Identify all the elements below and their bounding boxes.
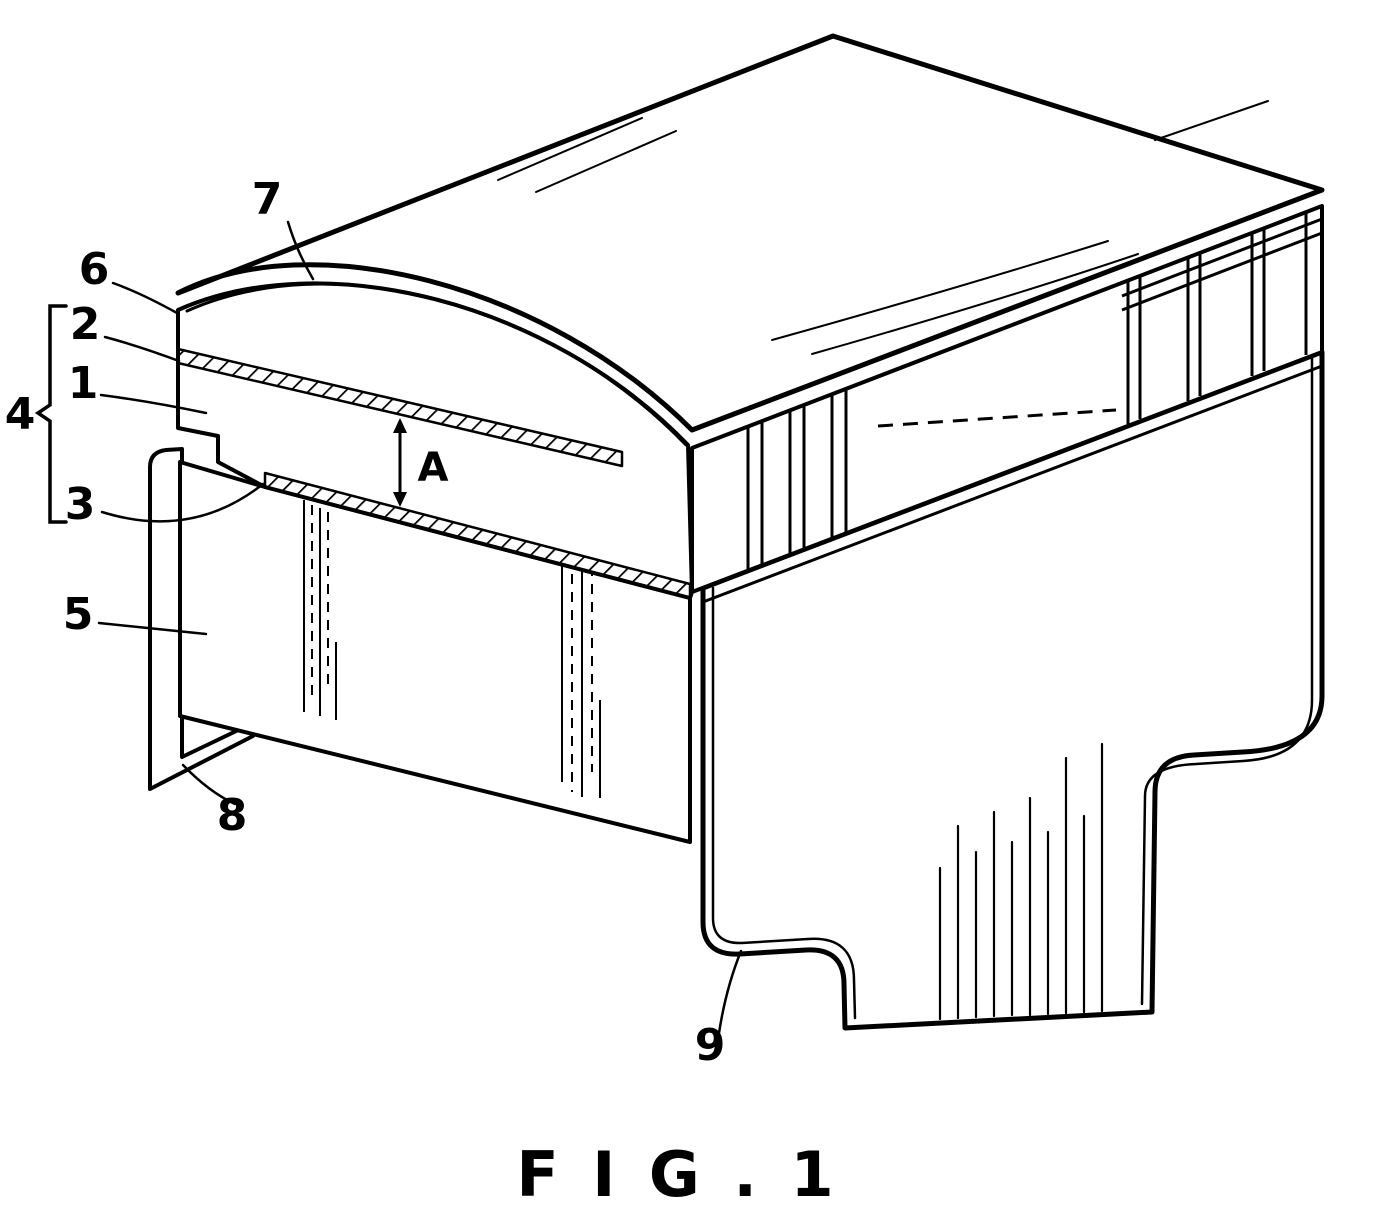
ref-label-4: 4	[5, 389, 36, 440]
bracket-4	[34, 304, 68, 524]
leader-line-7	[286, 220, 315, 281]
cover-reflection-lines	[497, 100, 1269, 355]
flexible-sheet-9	[700, 349, 1325, 1031]
ref-label-7: 7	[252, 174, 283, 225]
ref-label-1: 1	[68, 358, 99, 409]
ref-label-5: 5	[63, 589, 94, 640]
layer-stack-front-face	[176, 281, 694, 600]
leader-line-9	[717, 949, 743, 1035]
curved-cover-7	[175, 33, 1325, 450]
cover-side-thickness	[690, 204, 1324, 450]
leader-lines	[34, 220, 743, 1035]
leader-line-1	[99, 393, 208, 415]
hatched-plate-3	[263, 471, 692, 600]
clamp-grid	[1121, 212, 1323, 424]
ref-label-2: 2	[70, 299, 101, 350]
cover-inner-arc	[185, 282, 688, 447]
fig-caption: F I G . 1	[516, 1138, 839, 1211]
ref-label-6: 6	[79, 244, 110, 295]
front-plate-5	[178, 460, 692, 844]
ref-label-8: 8	[217, 790, 248, 841]
leader-line-5	[97, 621, 208, 636]
leader-line-8	[181, 763, 237, 806]
arrow-a-head-down	[393, 492, 407, 507]
sheet-9-fold-line	[701, 364, 1324, 604]
sheet-9-conductor-traces	[938, 742, 1104, 1021]
ref-label-9: 9	[695, 1020, 726, 1071]
gap-arrow-a	[393, 418, 407, 507]
cover-top-face	[175, 33, 1325, 433]
right-face-stripes	[746, 389, 848, 570]
body-right-face	[690, 204, 1324, 594]
internal-channel-lines-right	[561, 550, 601, 798]
hidden-edge-dashed	[877, 408, 1117, 428]
leader-line-6	[111, 281, 179, 315]
arrow-a-head-up	[393, 418, 407, 433]
hatched-plate-2	[176, 347, 624, 468]
sheet-9-thickness-line	[711, 354, 1314, 1020]
dimension-label-a: A	[418, 445, 449, 491]
leader-line-2	[103, 335, 181, 363]
leader-line-3	[100, 482, 265, 523]
reference-numerals: 7 6 2 1 4 3 5 8 9 A	[5, 174, 726, 1071]
ref-label-3: 3	[65, 479, 96, 530]
internal-channel-lines-left	[303, 500, 337, 720]
